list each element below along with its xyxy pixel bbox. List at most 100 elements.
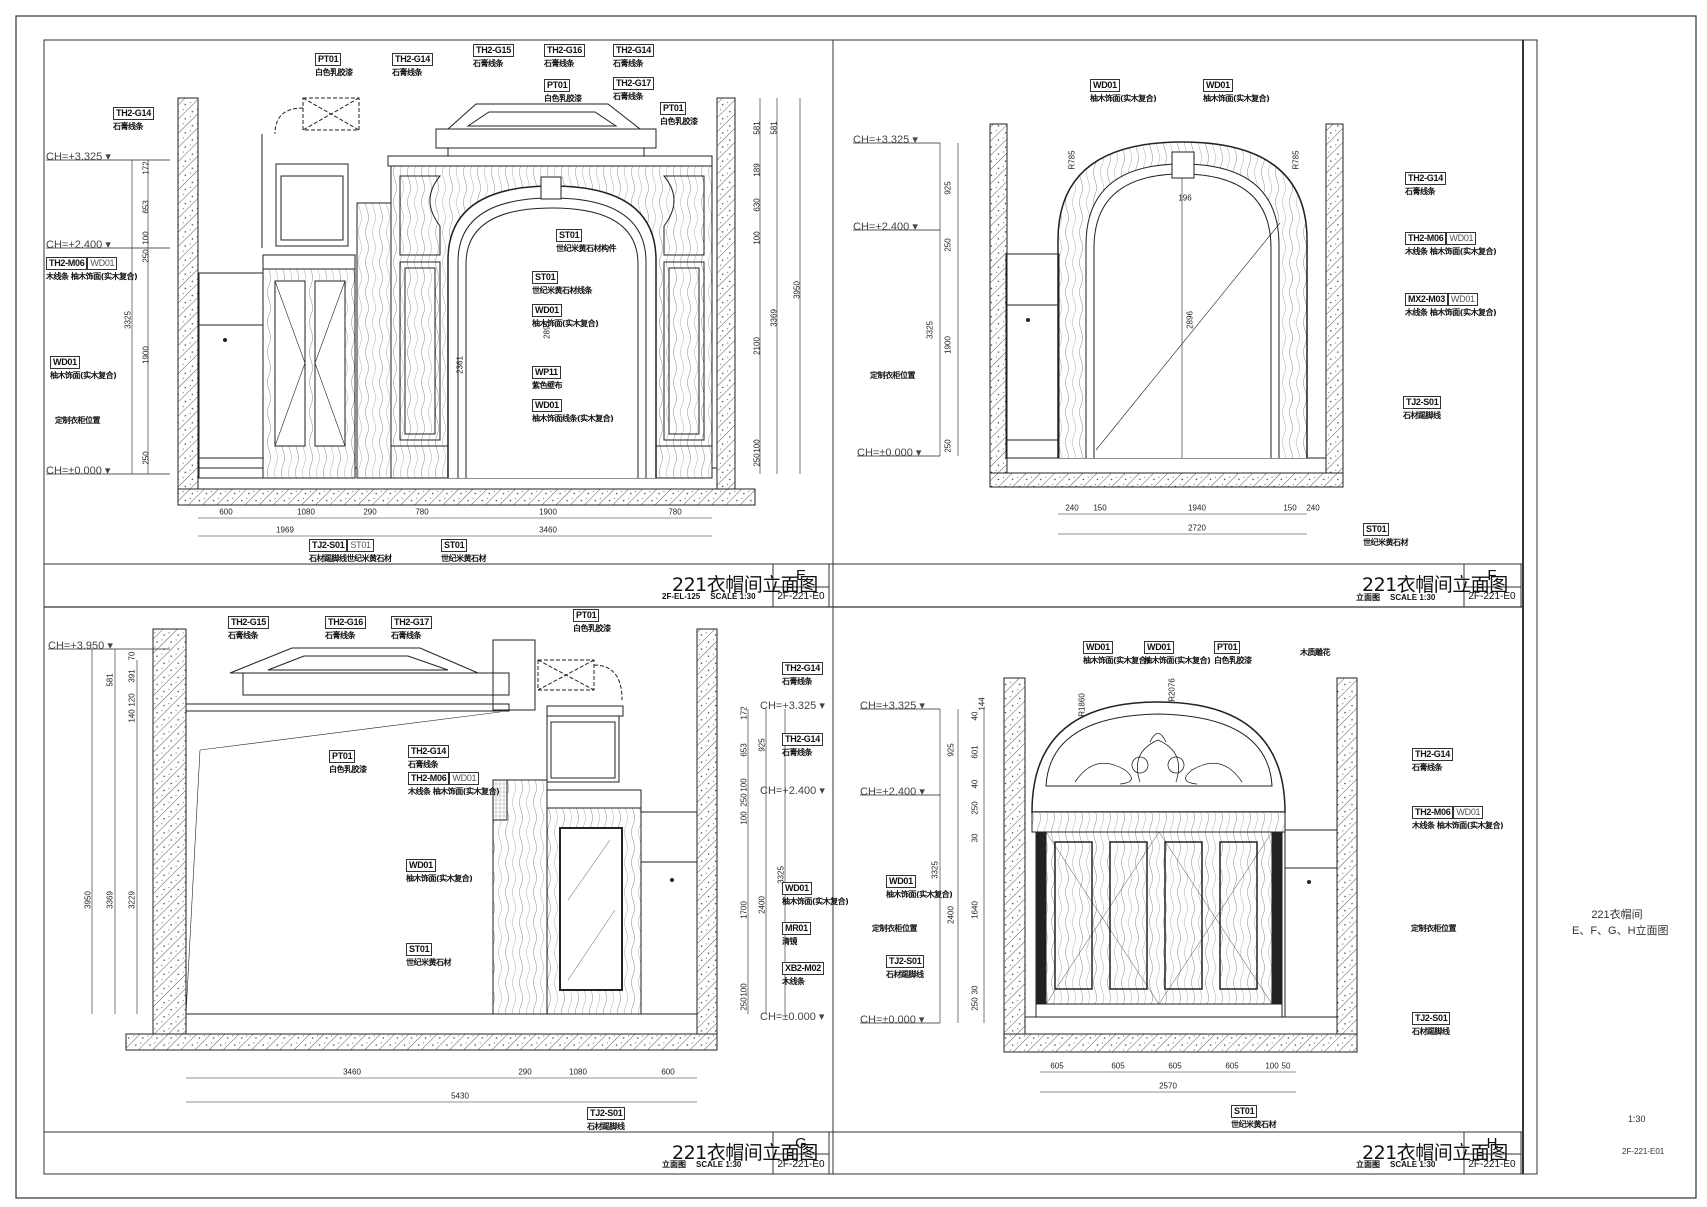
material-callout: PT01 白色乳胶漆 bbox=[660, 102, 698, 126]
material-code-st01: ST01 bbox=[1363, 523, 1390, 536]
panel-f-title: 221衣帽间立面图 bbox=[1362, 574, 1508, 596]
subtitle-scale: SCALE 1:30 bbox=[696, 1160, 742, 1169]
dimension-label: 250 bbox=[739, 997, 749, 1011]
material-callout: TH2-G17 石膏线条 bbox=[613, 77, 654, 101]
material-description: 石膏线条 bbox=[613, 92, 643, 101]
material-description: 石膏线条 bbox=[782, 748, 812, 757]
material-code-th2-g14: TH2-G14 bbox=[613, 44, 654, 57]
dimension-label: 2400 bbox=[946, 906, 956, 924]
material-description: 定制衣柜位置 bbox=[870, 371, 916, 380]
material-description: 柚木饰面(实木复合) bbox=[1090, 94, 1157, 103]
dimension-label: 140 bbox=[127, 709, 137, 723]
material-code-st01: ST01 bbox=[1231, 1105, 1258, 1118]
panel-f-subtitle: 立面图 SCALE 1:30 bbox=[1356, 592, 1435, 603]
material-description: 木线条 柚木饰面(实木复合) bbox=[1405, 247, 1497, 256]
callout-code-row: WD01 bbox=[1083, 641, 1149, 654]
material-description: 世纪米黄石材构件 bbox=[556, 244, 617, 253]
material-description: 白色乳胶漆 bbox=[573, 624, 611, 633]
material-description: 石材踢脚线 bbox=[1412, 1027, 1450, 1036]
material-code-wd01: WD01 bbox=[1453, 806, 1484, 819]
callout-code-row: TH2-G14 bbox=[1412, 748, 1453, 761]
level-marker: CH=±0.000 ▾ bbox=[760, 1011, 825, 1023]
callout-code-row: PT01 bbox=[544, 79, 582, 92]
material-code-th2-g14: TH2-G14 bbox=[392, 53, 433, 66]
dimension-label: 50 bbox=[1281, 1061, 1291, 1071]
material-description: 柚木饰面(实木复合) bbox=[1083, 656, 1150, 665]
material-description: 世纪米黄石材 bbox=[1363, 538, 1409, 547]
material-code-wd01: WD01 bbox=[886, 875, 916, 888]
dimension-label: 290 bbox=[363, 507, 377, 517]
material-callout: ST01 世纪米黄石材 bbox=[1363, 523, 1409, 547]
level-marker: CH=+3.950 ▾ bbox=[48, 640, 113, 652]
dimension-label: 5430 bbox=[451, 1091, 469, 1101]
material-description: 柚木饰面(实木复合) bbox=[1144, 656, 1211, 665]
material-description: 柚木饰面(实木复合) bbox=[886, 890, 953, 899]
material-description: 石膏线条 bbox=[392, 68, 422, 77]
callout-code-row: TJ2-S01 bbox=[1403, 396, 1442, 409]
dimension-label: 30 bbox=[970, 833, 980, 843]
dimension-label: 925 bbox=[757, 738, 767, 752]
dimension-label: 653 bbox=[141, 200, 151, 214]
material-code-pt01: PT01 bbox=[329, 750, 356, 763]
dimension-label: 40 bbox=[970, 779, 980, 789]
material-description: 白色乳胶漆 bbox=[544, 94, 582, 103]
dimension-label: 144 bbox=[977, 697, 987, 711]
dimension-label: 2570 bbox=[1159, 1081, 1177, 1091]
dimension-label: 925 bbox=[946, 743, 956, 757]
material-description: 石膏线条 bbox=[408, 760, 438, 769]
callout-code-row: PT01 bbox=[660, 102, 698, 115]
callout-code-row: XB2-M02 bbox=[782, 962, 824, 975]
material-description: 木线条 bbox=[782, 977, 805, 986]
material-description: 木线条 柚木饰面(实木复合) bbox=[1405, 308, 1497, 317]
material-description: 石材踢脚线 bbox=[1403, 411, 1441, 420]
dimension-label: 1080 bbox=[569, 1067, 587, 1077]
dimension-label: 1080 bbox=[297, 507, 315, 517]
callout-code-row: TH2-G14 bbox=[392, 53, 433, 66]
callout-code-row: ST01 bbox=[532, 271, 592, 284]
dimension-label: 250 bbox=[970, 801, 980, 815]
subtitle-scale: SCALE 1:30 bbox=[1390, 1160, 1436, 1169]
material-description: 柚木饰面线条(实木复合) bbox=[532, 414, 614, 423]
material-code-th2-g14: TH2-G14 bbox=[408, 745, 449, 758]
material-code-wd01: WD01 bbox=[1446, 232, 1477, 245]
callout-code-row: TH2-G17 bbox=[613, 77, 654, 90]
material-callout: 定制衣柜位置 bbox=[872, 922, 918, 933]
dimension-label: 600 bbox=[661, 1067, 675, 1077]
material-description: 柚木饰面(实木复合) bbox=[532, 319, 599, 328]
callout-code-row: TH2-G14 bbox=[408, 745, 449, 758]
dimension-label: 1900 bbox=[141, 346, 151, 364]
subtitle-view-label: 立面图 bbox=[1356, 593, 1380, 602]
elevation-h bbox=[860, 677, 1358, 1093]
dimension-label: 172 bbox=[141, 161, 151, 175]
dimension-label: 250 bbox=[739, 793, 749, 807]
callout-code-row: TJ2-S01 bbox=[587, 1107, 626, 1120]
material-description: 石膏线条 bbox=[325, 631, 355, 640]
material-description: 石膏线条 bbox=[1405, 187, 1435, 196]
sheet-frame bbox=[15, 15, 1697, 1199]
material-description: 白色乳胶漆 bbox=[660, 117, 698, 126]
dimension-label: 250 bbox=[141, 451, 151, 465]
dimension-label: 290 bbox=[518, 1067, 532, 1077]
material-code-wd01: WD01 bbox=[1144, 641, 1174, 654]
elevation-e bbox=[46, 97, 801, 537]
callout-code-row: PT01 bbox=[1214, 641, 1252, 654]
callout-code-row: PT01 bbox=[329, 750, 367, 763]
subtitle-scale: SCALE 1:30 bbox=[1390, 593, 1436, 602]
dimension-label: 630 bbox=[752, 198, 762, 212]
dimension-label: 100 bbox=[752, 439, 762, 453]
material-code-th2-g14: TH2-G14 bbox=[782, 662, 823, 675]
dimension-label: 1900 bbox=[539, 507, 557, 517]
callout-code-row: TH2-G15 bbox=[473, 44, 514, 57]
